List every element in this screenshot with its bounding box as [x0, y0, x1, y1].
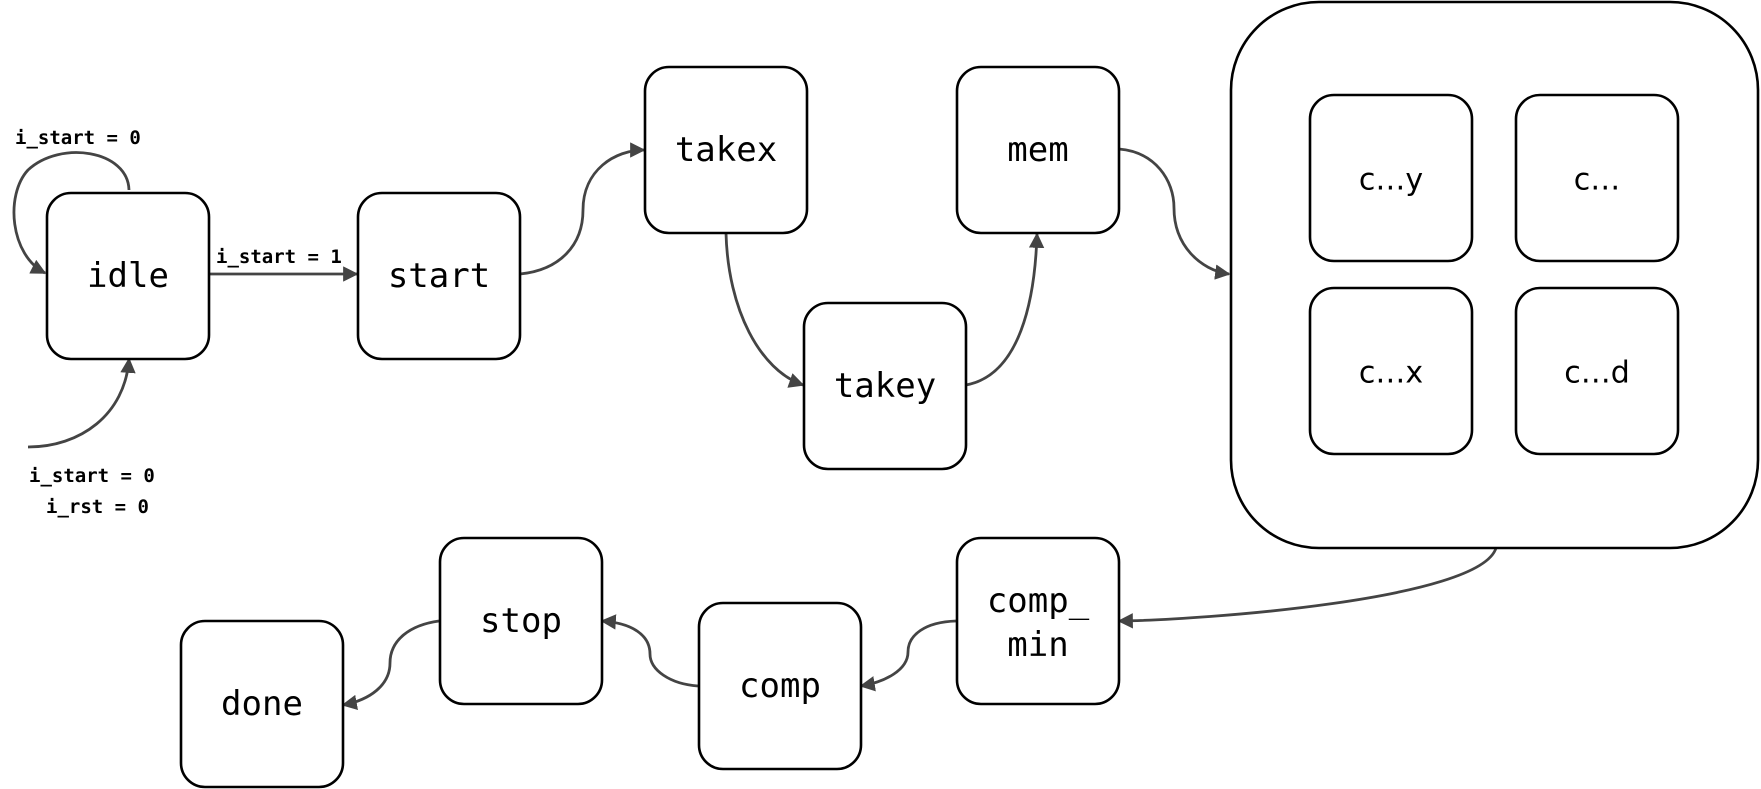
node-compute-y[interactable]: c…y [1308, 93, 1474, 263]
node-stop-label: stop [480, 601, 562, 641]
edge-mem-to-cluster [1118, 147, 1231, 280]
node-takex[interactable]: takex [643, 65, 809, 235]
label-reset-line1: i_start = 0 [29, 465, 155, 487]
edge-start-to-takex [519, 142, 646, 276]
node-idle[interactable]: idle [45, 191, 211, 361]
edge-idle-self-loop [12, 151, 131, 275]
node-idle-label: idle [87, 256, 169, 296]
label-idle-self: i_start = 0 [15, 127, 141, 149]
edge-comp-to-stop [600, 614, 699, 688]
node-mem[interactable]: mem [955, 65, 1121, 235]
compute-cluster [1229, 0, 1760, 550]
node-compute-label: c… [1574, 163, 1621, 198]
edge-compmin-to-comp [859, 619, 957, 692]
node-mem-label: mem [1007, 130, 1068, 170]
node-comp-min-label-line1: comp_ [987, 581, 1090, 621]
node-comp-label: comp [739, 666, 821, 706]
node-compute-y-label: c…y [1359, 163, 1423, 198]
node-comp[interactable]: comp [697, 601, 863, 771]
node-compute-d-label: c…d [1564, 356, 1630, 391]
node-start-label: start [388, 256, 490, 296]
node-takex-label: takex [675, 130, 777, 170]
edge-stop-to-done [341, 619, 440, 711]
edge-cluster-to-compmin [1117, 547, 1498, 629]
node-done[interactable]: done [179, 619, 345, 789]
node-takey-label: takey [834, 366, 936, 406]
node-start[interactable]: start [356, 191, 522, 361]
label-idle-to-start: i_start = 1 [216, 246, 342, 268]
node-compute-d[interactable]: c…d [1514, 286, 1680, 456]
node-compute[interactable]: c… [1514, 93, 1680, 263]
edge-reset-to-idle [27, 357, 136, 449]
node-compute-x-label: c…x [1359, 356, 1423, 391]
node-takey[interactable]: takey [802, 301, 968, 471]
node-compute-x[interactable]: c…x [1308, 286, 1474, 456]
node-stop[interactable]: stop [438, 536, 604, 706]
edge-takex-to-takey [724, 232, 805, 388]
edge-takey-to-mem [965, 232, 1045, 387]
label-reset-line2: i_rst = 0 [46, 496, 149, 518]
node-comp-min[interactable]: comp_ min [955, 536, 1121, 706]
node-done-label: done [221, 684, 303, 724]
node-comp-min-label-line2: min [1007, 625, 1068, 665]
